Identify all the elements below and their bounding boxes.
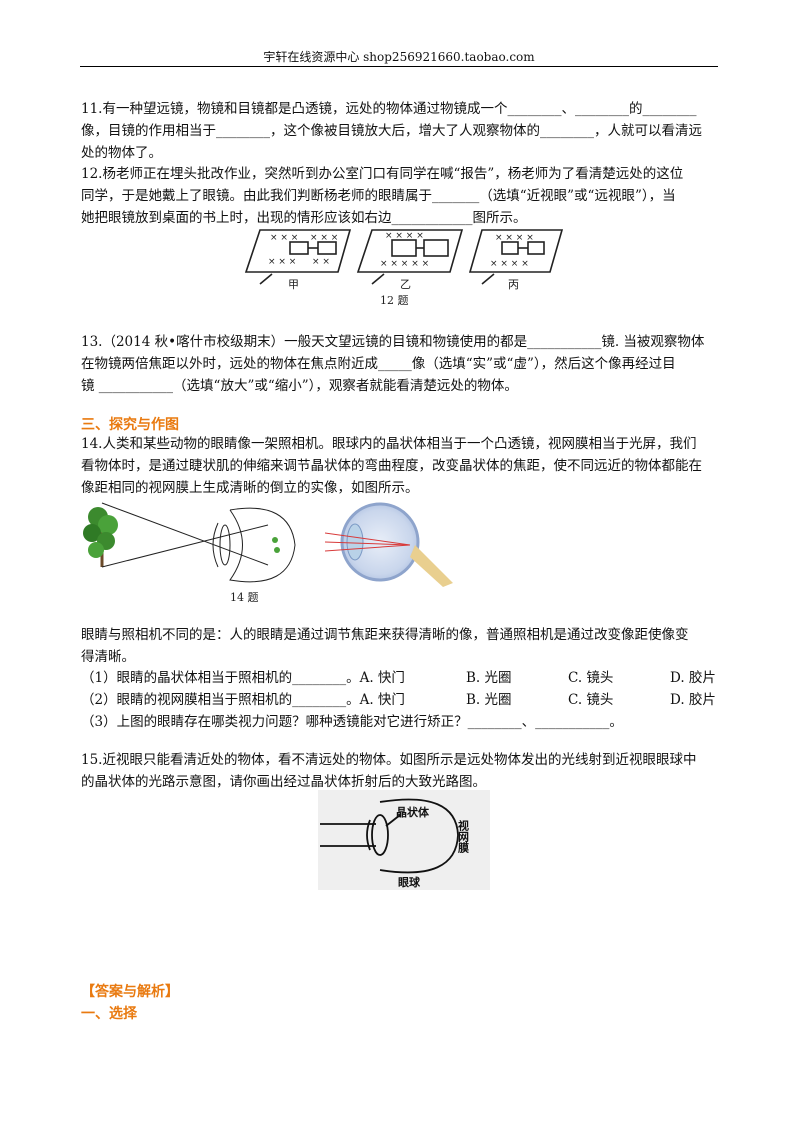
q15-retina-text: 视网膜 <box>457 819 470 854</box>
q14-sub-2-option-d: D. 胶片 <box>670 692 716 708</box>
q15-label-retina: 视网膜 <box>457 819 470 854</box>
q14-caption: 14 题 <box>230 591 259 604</box>
q14-sub-2: （2）眼睛的视网膜相当于照相机的________。A. 快门 <box>81 692 405 708</box>
q14-difference: 眼睛与照相机不同的是：人的眼睛是通过调节焦距来获得清晰的像，普通照相机是通过改变… <box>81 624 721 668</box>
svg-text:× × × ×: × × × × <box>490 259 529 269</box>
question-12: 12.杨老师正在埋头批改作业，突然听到办公室门口有同学在喊“报告”，杨老师为了看… <box>81 163 721 229</box>
svg-text:× × × ×: × × × × <box>495 233 534 243</box>
q12-line-1: 12.杨老师正在埋头批改作业，突然听到办公室门口有同学在喊“报告”，杨老师为了看… <box>81 166 684 182</box>
q15-line-2: 的晶状体的光路示意图，请你画出经过晶状体折射后的大致光路图。 <box>81 774 486 790</box>
q14-eye-camera-figure: 14 题 <box>83 502 296 604</box>
svg-text:× × ×: × × × <box>268 257 296 267</box>
q14-sub-1-option-b: B. 光圈 <box>466 670 512 686</box>
q15-label-eyeball: 眼球 <box>398 875 421 889</box>
q14-sub-2-option-b: B. 光圈 <box>466 692 512 708</box>
q15-label-lens: 晶状体 <box>396 805 430 819</box>
q14-diff-line-2: 得清晰。 <box>81 649 135 665</box>
eyeball-outline-icon <box>229 507 296 583</box>
label-yi: 乙 <box>400 278 411 291</box>
q11-line-1: 11.有一种望远镜，物镜和目镜都是凸透镜，远处的物体通过物镜成一个_______… <box>81 101 697 117</box>
book-yi <box>356 229 464 273</box>
question-11: 11.有一种望远镜，物镜和目镜都是凸透镜，远处的物体通过物镜成一个_______… <box>81 98 721 164</box>
svg-text:× × × ×: × × × × <box>385 231 424 241</box>
q14-line-3: 像距相同的视网膜上生成清晰的倒立的实像，如图所示。 <box>81 480 419 496</box>
q14-sub-2-option-c: C. 镜头 <box>568 692 614 708</box>
answers-heading: 【答案与解析】 <box>81 984 179 1000</box>
q12-line-3: 她把眼镜放到桌面的书上时，出现的情形应该如右边____________图所示。 <box>81 210 527 226</box>
label-jia: 甲 <box>288 278 299 291</box>
eyeball-outline-icon <box>379 798 459 874</box>
section-heading-1: 一、选择 <box>81 1006 137 1022</box>
q15-line-1: 15.近视眼只能看清近处的物体，看不清远处的物体。如图所示是远处物体发出的光线射… <box>81 752 697 768</box>
q14-line-2: 看物体时，是通过睫状肌的伸缩来调节晶状体的弯曲程度，改变晶状体的焦距，使不同远近… <box>81 458 702 474</box>
svg-text:× × × × ×: × × × × × <box>380 259 429 269</box>
page-header: 宇轩在线资源中心 shop256921660.taobao.com <box>263 50 535 64</box>
header-rule <box>80 66 718 67</box>
q11-line-2: 像，目镜的作用相当于________，这个像被目镜放大后，增大了人观察物体的__… <box>81 123 702 139</box>
q14-sub-3: （3）上图的眼睛存在哪类视力问题？哪种透镜能对它进行矫正？________、__… <box>81 714 623 730</box>
svg-text:× ×: × × <box>312 257 330 267</box>
q13-line-1: 13.（2014 秋•喀什市校级期末）一般天文望远镜的目镜和物镜使用的都是___… <box>81 334 705 350</box>
q13-line-3: 镜 ___________（选填“放大”或“缩小”），观察者就能看清楚远处的物体… <box>81 378 518 394</box>
q14-sub-1: （1）眼睛的晶状体相当于照相机的________。A. 快门 <box>81 670 405 686</box>
q12-caption: 12 题 <box>380 294 409 307</box>
section-heading-3: 三、探究与作图 <box>81 417 179 433</box>
q14-diff-line-1: 眼睛与照相机不同的是：人的眼睛是通过调节焦距来获得清晰的像，普通照相机是通过改变… <box>81 627 689 643</box>
svg-text:× × ×: × × × <box>270 233 298 243</box>
q12-line-2: 同学，于是她戴上了眼镜。由此我们判断杨老师的眼睛属于_______（选填“近视眼… <box>81 188 676 204</box>
tree-icon <box>83 507 118 567</box>
question-14: 14.人类和某些动物的眼睛像一架照相机。眼球内的晶状体相当于一个凸透镜，视网膜相… <box>81 433 721 499</box>
book-jia <box>244 229 352 273</box>
book-bing <box>468 229 564 273</box>
lens-icon <box>371 814 389 856</box>
q14-sub-1-option-d: D. 胶片 <box>670 670 716 686</box>
svg-text:× × ×: × × × <box>310 233 338 243</box>
q14-eye-photo <box>325 502 453 587</box>
q12-glasses-figure: × × × × × × × × × × × × × × × × × × × × × ×… <box>244 229 564 307</box>
q14-line-1: 14.人类和某些动物的眼睛像一架照相机。眼球内的晶状体相当于一个凸透镜，视网膜相… <box>81 436 697 452</box>
label-bing: 丙 <box>508 278 519 291</box>
question-13: 13.（2014 秋•喀什市校级期末）一般天文望远镜的目镜和物镜使用的都是___… <box>81 331 721 397</box>
q14-sub-1-option-c: C. 镜头 <box>568 670 614 686</box>
q13-line-2: 在物镜两倍焦距以外时，远处的物体在焦点附近成_____像（选填“实”或“虚”），… <box>81 356 676 372</box>
q15-myopia-eye-figure: 晶状体 视网膜 眼球 <box>318 790 490 890</box>
question-15: 15.近视眼只能看清近处的物体，看不清远处的物体。如图所示是远处物体发出的光线射… <box>81 749 721 793</box>
q11-line-3: 处的物体了。 <box>81 145 162 161</box>
